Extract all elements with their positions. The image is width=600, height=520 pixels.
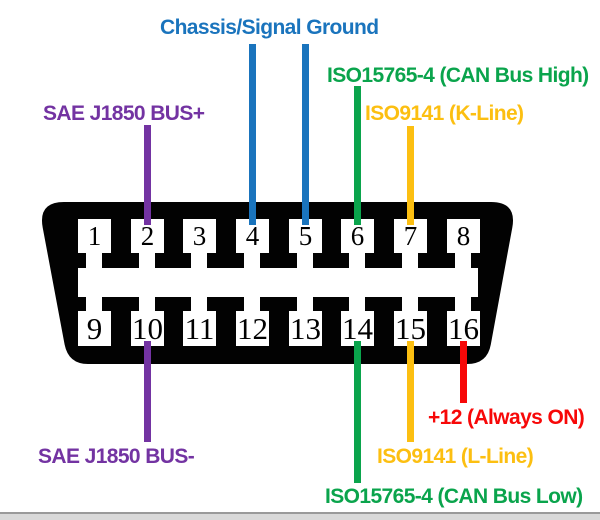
pin-14: 14 bbox=[341, 295, 374, 346]
label-k-line: ISO9141 (K-Line) bbox=[365, 102, 524, 125]
pin-7: 7 bbox=[394, 219, 427, 269]
pin-8: 8 bbox=[447, 219, 480, 269]
pin-4: 4 bbox=[236, 219, 269, 269]
label-12v-always-on: +12 (Always ON) bbox=[428, 406, 585, 429]
label-chassis-signal-ground: Chassis/Signal Ground bbox=[160, 16, 379, 39]
pin-3: 3 bbox=[183, 219, 216, 269]
pin-1: 1 bbox=[78, 219, 111, 269]
wire-pin6-can-high bbox=[354, 86, 361, 225]
wire-pin5-signal-ground bbox=[302, 44, 309, 225]
pin-12: 12 bbox=[236, 295, 269, 346]
wire-pin10-j1850-minus bbox=[144, 341, 151, 442]
pin-10: 10 bbox=[131, 295, 164, 346]
pin-13: 13 bbox=[289, 295, 322, 346]
wire-pin15-l-line bbox=[407, 341, 414, 442]
wire-pin4-chassis-ground bbox=[249, 44, 256, 225]
wire-pin7-k-line bbox=[407, 126, 414, 225]
label-j1850-bus-plus: SAE J1850 BUS+ bbox=[43, 102, 205, 125]
pin-15: 15 bbox=[394, 295, 427, 346]
label-l-line: ISO9141 (L-Line) bbox=[377, 445, 534, 468]
bottom-edge-bar bbox=[0, 512, 600, 520]
wire-pin2-j1850-plus bbox=[144, 125, 151, 225]
label-j1850-bus-minus: SAE J1850 BUS- bbox=[38, 445, 195, 468]
label-can-bus-high: ISO15765-4 (CAN Bus High) bbox=[327, 64, 589, 87]
pin-2: 2 bbox=[131, 219, 164, 269]
pin-9: 9 bbox=[78, 295, 111, 346]
label-can-bus-low: ISO15765-4 (CAN Bus Low) bbox=[325, 485, 583, 508]
connector-slot bbox=[78, 268, 478, 297]
pin-11: 11 bbox=[183, 295, 216, 346]
wire-pin14-can-low bbox=[354, 341, 361, 483]
wire-pin16-power bbox=[460, 341, 467, 403]
pin-16: 16 bbox=[447, 295, 480, 346]
